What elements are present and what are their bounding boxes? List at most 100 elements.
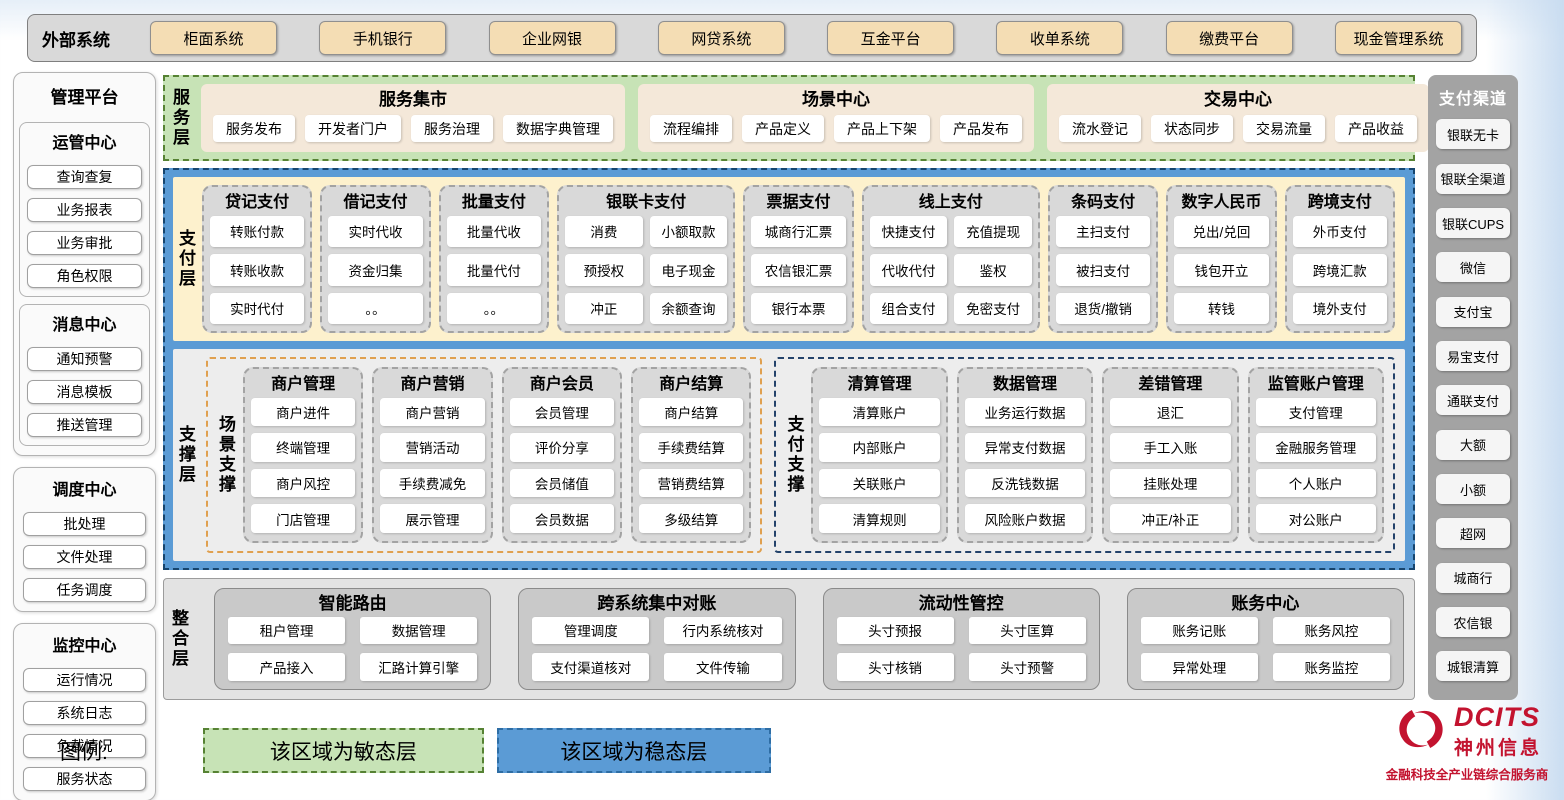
diagram-box: 查询查复 <box>27 165 142 189</box>
dcits-logo: DCITS 神州信息 金融科技全产业链综合服务商 <box>1378 703 1556 783</box>
merchant-member-column: 商户会员 会员管理评价分享会员储值会员数据 <box>501 367 623 543</box>
diagram-box: 冲正/补正 <box>1110 504 1231 533</box>
scene-support-group: 场景支撑 商户管理 商户进件终端管理商户风控门店管理 商户营销 商户营销营销活动… <box>206 357 763 553</box>
group-items: 通知预警消息模板推送管理 <box>23 347 146 437</box>
diagram-box: 清算规则 <box>819 504 940 533</box>
payment-support-label: 支付支撑 <box>784 415 804 495</box>
diagram-box: 文件处理 <box>23 545 146 569</box>
payment-channel-box: 通联支付 <box>1436 385 1510 416</box>
diagram-box: 商户结算 <box>639 397 744 427</box>
diagram-box: 商户营销 <box>380 397 485 427</box>
diagram-box: 负载情况 <box>23 734 146 758</box>
diagram-box: 金融服务管理 <box>1255 433 1376 462</box>
diagram-box: 余额查询 <box>649 292 728 324</box>
diagram-box: 被扫支付 <box>1055 254 1151 286</box>
column-title: 条码支付 <box>1071 194 1136 211</box>
diagram-box: 鉴权 <box>954 254 1032 286</box>
scene-support-label: 场景支撑 <box>216 415 235 495</box>
diagram-box: 产品上下架 <box>834 115 930 143</box>
diagram-box: 状态同步 <box>1151 115 1233 143</box>
payment-channel-box: 银联CUPS <box>1436 208 1510 239</box>
payment-channel-box: 易宝支付 <box>1436 341 1510 372</box>
architecture-diagram: 服务层 服务集市 服务发布开发者门户服务治理数据字典管理 场景中心 流程编排产品… <box>163 75 1429 700</box>
diagram-box: 账务记账 <box>1140 616 1258 645</box>
payment-channel-box: 城银清算 <box>1436 651 1510 682</box>
external-system-box: 现金管理系统 <box>1334 21 1462 55</box>
diagram-box: 产品收益 <box>1335 115 1417 143</box>
integration-layer-label: 整合层 <box>169 609 188 669</box>
regulatory-account-column: 监管账户管理 支付管理金融服务管理个人账户对公账户 <box>1247 367 1384 543</box>
diagram-box: 会员数据 <box>509 504 615 533</box>
diagram-box: 评价分享 <box>509 433 615 462</box>
payment-layer: 支付层 贷记支付 转账付款转账收款实时代付 借记支付 实时代收资金归集。。 批量… <box>173 177 1405 341</box>
diagram-box: 电子现金 <box>649 254 728 286</box>
diagram-box: 多级结算 <box>639 504 744 533</box>
diagram-box: 交易流量 <box>1243 115 1325 143</box>
column-title: 数字人民币 <box>1181 194 1262 211</box>
dcits-name: DCITS <box>1453 701 1540 732</box>
panel-title: 流动性管控 <box>918 594 1004 613</box>
column-title: 监管账户管理 <box>1267 376 1364 393</box>
merchant-marketing-column: 商户营销 商户营销营销活动手续费减免展示管理 <box>372 367 493 543</box>
diagram-box: 批处理 <box>23 512 146 536</box>
integration-layer: 整合层 智能路由 租户管理数据管理产品接入汇路计算引擎 跨系统集中对账 管理调度… <box>163 578 1415 700</box>
diagram-box: 租户管理 <box>228 616 346 645</box>
diagram-box: 内部账户 <box>819 433 940 462</box>
group-title: 监控中心 <box>52 638 117 655</box>
panel-title: 智能路由 <box>318 594 387 613</box>
clearing-mgmt-column: 清算管理 清算账户内部账户关联账户清算规则 <box>811 367 948 543</box>
management-platform-sidebar: 管理平台 运管中心 查询查复业务报表业务审批角色权限 消息中心 通知预警消息模板… <box>13 72 156 800</box>
payment-column-unionpay-card: 银联卡支付 消费小额取款预授权电子现金冲正余额查询 <box>557 185 736 333</box>
payment-channel-box: 大额 <box>1436 429 1510 460</box>
external-systems-bar: 外部系统 柜面系统手机银行企业网银网贷系统互金平台收单系统缴费平台现金管理系统 <box>27 14 1477 62</box>
diagram-box: 快捷支付 <box>869 215 948 248</box>
column-title: 批量支付 <box>461 194 526 211</box>
diagram-box: 批量代收 <box>446 215 542 248</box>
external-systems-label: 外部系统 <box>42 30 110 50</box>
panel-title: 账务中心 <box>1231 594 1300 613</box>
panel-title: 跨系统集中对账 <box>597 594 717 613</box>
diagram-box: 数据字典管理 <box>503 115 613 143</box>
diagram-box: 商户进件 <box>251 397 356 427</box>
diagram-box: 对公账户 <box>1255 504 1376 533</box>
group-items: 运行情况系统日志负载情况服务状态 <box>19 668 150 791</box>
diagram-box: 文件传输 <box>664 653 782 681</box>
payment-support-group: 支付支撑 清算管理 清算账户内部账户关联账户清算规则 数据管理 业务运行数据异常… <box>774 357 1395 553</box>
column-title: 银联卡支付 <box>606 194 687 211</box>
diagram-box: 银行本票 <box>751 292 846 324</box>
external-system-box: 网贷系统 <box>657 21 785 55</box>
diagram-box: 手续费结算 <box>639 433 744 462</box>
payment-column-bill: 票据支付 城商行汇票农信银汇票银行本票 <box>743 185 854 333</box>
external-system-box: 缴费平台 <box>1165 21 1293 55</box>
group-items: 批处理文件处理任务调度 <box>19 512 150 602</box>
diagram-box: 业务报表 <box>27 198 142 222</box>
diagram-box: 冲正 <box>565 292 643 324</box>
diagram-box: 流程编排 <box>650 115 732 143</box>
liquidity-control-panel: 流动性管控 头寸预报头寸匡算头寸核销头寸预警 <box>822 588 1100 690</box>
diagram-box: 账务监控 <box>1272 653 1390 681</box>
cross-system-reconciliation-panel: 跨系统集中对账 管理调度行内系统核对支付渠道核对文件传输 <box>518 588 796 690</box>
diagram-box: 头寸核销 <box>836 653 954 681</box>
diagram-box: 会员管理 <box>509 397 615 427</box>
accounting-center-panel: 账务中心 账务记账账务风控异常处理账务监控 <box>1126 588 1404 690</box>
panel-items: 流程编排产品定义产品上下架产品发布 <box>650 113 1022 146</box>
diagram-box: 门店管理 <box>251 504 356 533</box>
panel-items: 流水登记状态同步交易流量产品收益 <box>1059 113 1417 146</box>
diagram-box: 小额取款 <box>649 215 728 248</box>
diagram-box: 产品发布 <box>940 115 1022 143</box>
external-system-box: 企业网银 <box>488 21 616 55</box>
diagram-box: 预授权 <box>565 254 643 286</box>
diagram-box: 异常处理 <box>1140 653 1258 681</box>
diagram-box: 退货/撤销 <box>1055 292 1151 324</box>
diagram-box: 跨境汇款 <box>1292 254 1387 286</box>
payment-channel-box: 小额 <box>1436 474 1510 505</box>
payment-channel-box: 城商行 <box>1436 562 1510 593</box>
diagram-box: 产品接入 <box>228 653 346 681</box>
legend-label: 图例: <box>60 740 108 764</box>
diagram-box: 手工入账 <box>1110 433 1231 462</box>
diagram-box: 头寸预报 <box>836 616 954 645</box>
external-system-box: 互金平台 <box>827 21 955 55</box>
payment-column-crossborder: 跨境支付 外币支付跨境汇款境外支付 <box>1284 185 1395 333</box>
column-title: 差错管理 <box>1138 376 1203 393</box>
